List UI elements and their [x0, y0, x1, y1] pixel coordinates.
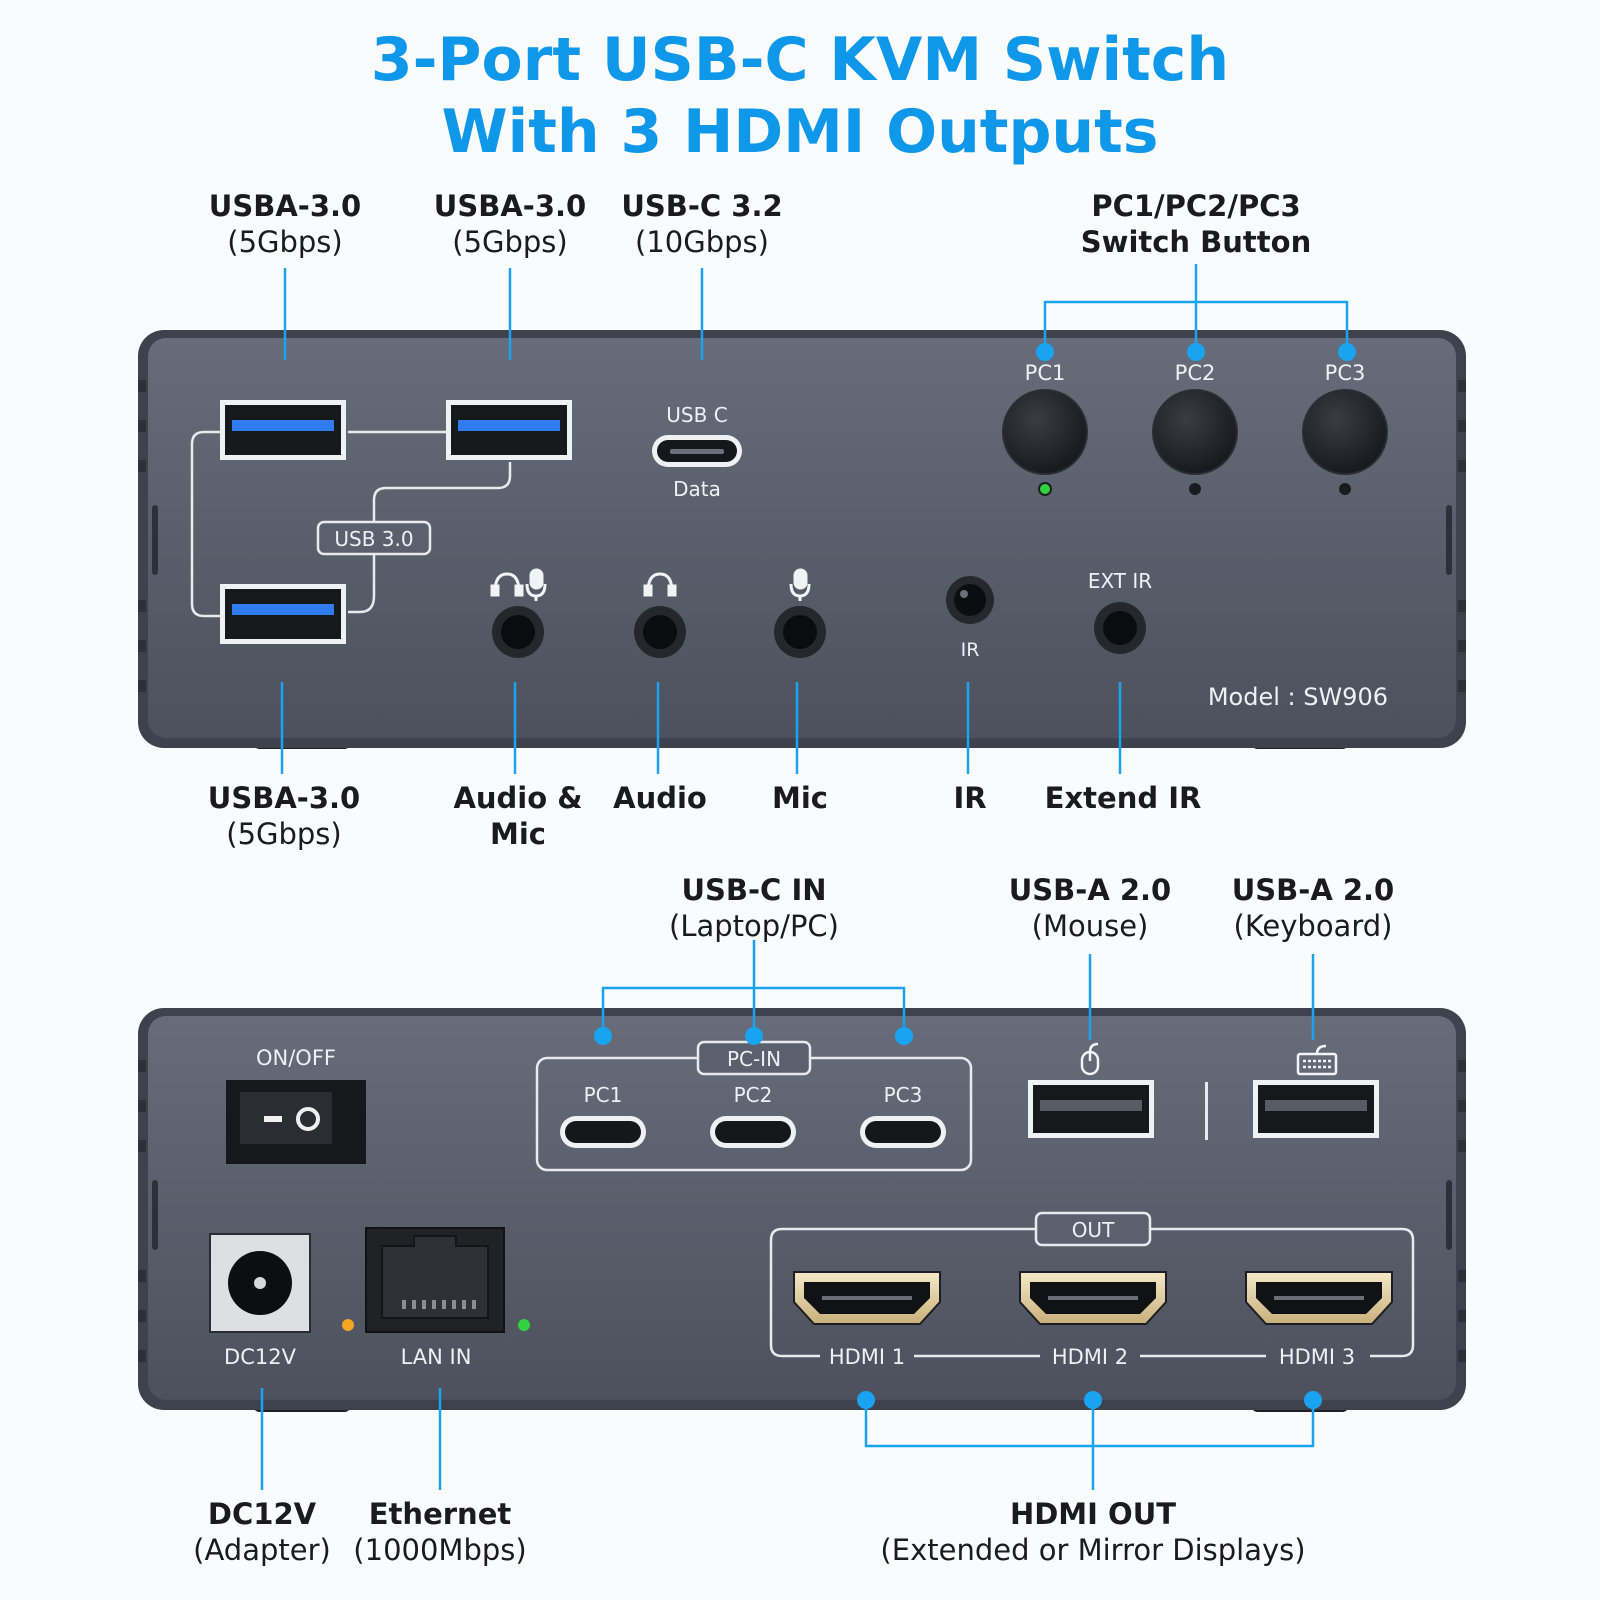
ethernet-lan-port[interactable] — [365, 1227, 505, 1333]
callout-usba30-bottom: USBA-3.0(5Gbps) — [207, 781, 361, 851]
hdmi-3-out-port[interactable] — [1245, 1271, 1393, 1325]
usb-a-2-keyboard-port[interactable] — [1253, 1080, 1379, 1138]
dc12v-port-label: DC12V — [224, 1345, 297, 1369]
callout-usba30-top-left: USBA-3.0(5Gbps) — [208, 189, 362, 259]
usb-a-3-port[interactable] — [446, 400, 572, 460]
usb-a-2-mouse-port[interactable] — [1028, 1080, 1154, 1138]
lan-activity-led — [342, 1319, 354, 1331]
callout-usba20-keyboard: USB-A 2.0(Keyboard) — [1231, 873, 1395, 943]
pc1-status-led — [1038, 482, 1052, 496]
headphones-icon — [643, 572, 677, 597]
lan-in-port-label: LAN IN — [401, 1345, 472, 1369]
pc2-button-label: PC2 — [1175, 361, 1216, 385]
ext-ir-jack[interactable] — [1094, 602, 1146, 654]
pc1-button-label: PC1 — [1025, 361, 1066, 385]
pc3-button-label: PC3 — [1325, 361, 1366, 385]
callout-ir: IR — [953, 781, 987, 815]
callout-usbc-in: USB-C IN(Laptop/PC) — [669, 873, 839, 943]
callout-usba30-top-right: USBA-3.0(5Gbps) — [433, 189, 587, 259]
hdmi-2-label: HDMI 2 — [1052, 1345, 1128, 1369]
callout-audio: Audio — [613, 781, 707, 815]
headline-line-1: 3-Port USB-C KVM Switch — [370, 25, 1230, 95]
dc-power-jack[interactable] — [209, 1233, 311, 1333]
pc3-switch-button[interactable] — [1302, 389, 1388, 475]
pc2-status-led — [1189, 483, 1201, 495]
callout-usbc32: USB-C 3.2(10Gbps) — [621, 189, 783, 259]
usb-c-data-port[interactable] — [652, 435, 742, 467]
audio-jack[interactable] — [634, 606, 686, 658]
pc-in-group-label: PC-IN — [727, 1047, 781, 1071]
pc1-in-label: PC1 — [584, 1083, 623, 1107]
usb-a-3-port[interactable] — [220, 400, 346, 460]
hdmi-1-label: HDMI 1 — [829, 1345, 905, 1369]
pc2-in-label: PC2 — [734, 1083, 773, 1107]
callout-extend-ir: Extend IR — [1044, 781, 1202, 815]
callout-leader-lines — [260, 264, 1349, 1490]
front-panel: USB 3.0 USB C Data PC1 P — [138, 330, 1466, 749]
callout-audio-mic: Audio &Mic — [453, 781, 583, 851]
callout-hdmi-out: HDMI OUT(Extended or Mirror Displays) — [880, 1497, 1306, 1567]
pc3-usb-c-in-port[interactable] — [860, 1116, 946, 1148]
ext-ir-label: EXT IR — [1088, 569, 1152, 593]
hdmi-1-out-port[interactable] — [793, 1271, 941, 1325]
microphone-icon — [789, 568, 811, 601]
pc2-switch-button[interactable] — [1152, 389, 1238, 475]
model-number: Model : SW906 — [1208, 683, 1388, 711]
ir-receiver — [946, 576, 994, 624]
mic-jack[interactable] — [774, 606, 826, 658]
mouse-icon — [1080, 1042, 1100, 1076]
out-group-label: OUT — [1072, 1218, 1115, 1242]
power-rocker-switch[interactable] — [226, 1080, 366, 1164]
usbc-port-sublabel: Data — [673, 477, 721, 501]
pc2-usb-c-in-port[interactable] — [710, 1116, 796, 1148]
divider — [1205, 1082, 1208, 1140]
headset-mic-icon — [490, 568, 547, 601]
keyboard-icon — [1296, 1044, 1338, 1076]
usb30-group-label: USB 3.0 — [334, 527, 413, 551]
audio-mic-jack[interactable] — [492, 606, 544, 658]
pc3-in-label: PC3 — [884, 1083, 923, 1107]
callout-dc12v: DC12V(Adapter) — [193, 1497, 331, 1567]
pc1-switch-button[interactable] — [1002, 389, 1088, 475]
lan-link-led — [518, 1319, 530, 1331]
callout-dots — [594, 343, 1356, 1409]
usb-a-3-port[interactable] — [220, 584, 346, 644]
hdmi-2-out-port[interactable] — [1019, 1271, 1167, 1325]
pc1-usb-c-in-port[interactable] — [560, 1116, 646, 1148]
hdmi-3-label: HDMI 3 — [1279, 1345, 1355, 1369]
callout-mic: Mic — [772, 781, 828, 815]
back-panel: ON/OFF PC-IN PC1 PC2 PC3 — [138, 1008, 1466, 1412]
ir-label: IR — [961, 639, 980, 661]
callout-ethernet: Ethernet(1000Mbps) — [353, 1497, 527, 1567]
power-switch-label: ON/OFF — [256, 1046, 336, 1070]
pc3-status-led — [1339, 483, 1351, 495]
headline-line-2: With 3 HDMI Outputs — [441, 97, 1159, 167]
usbc-port-label: USB C — [666, 403, 727, 427]
callout-usba20-mouse: USB-A 2.0(Mouse) — [1008, 873, 1172, 943]
